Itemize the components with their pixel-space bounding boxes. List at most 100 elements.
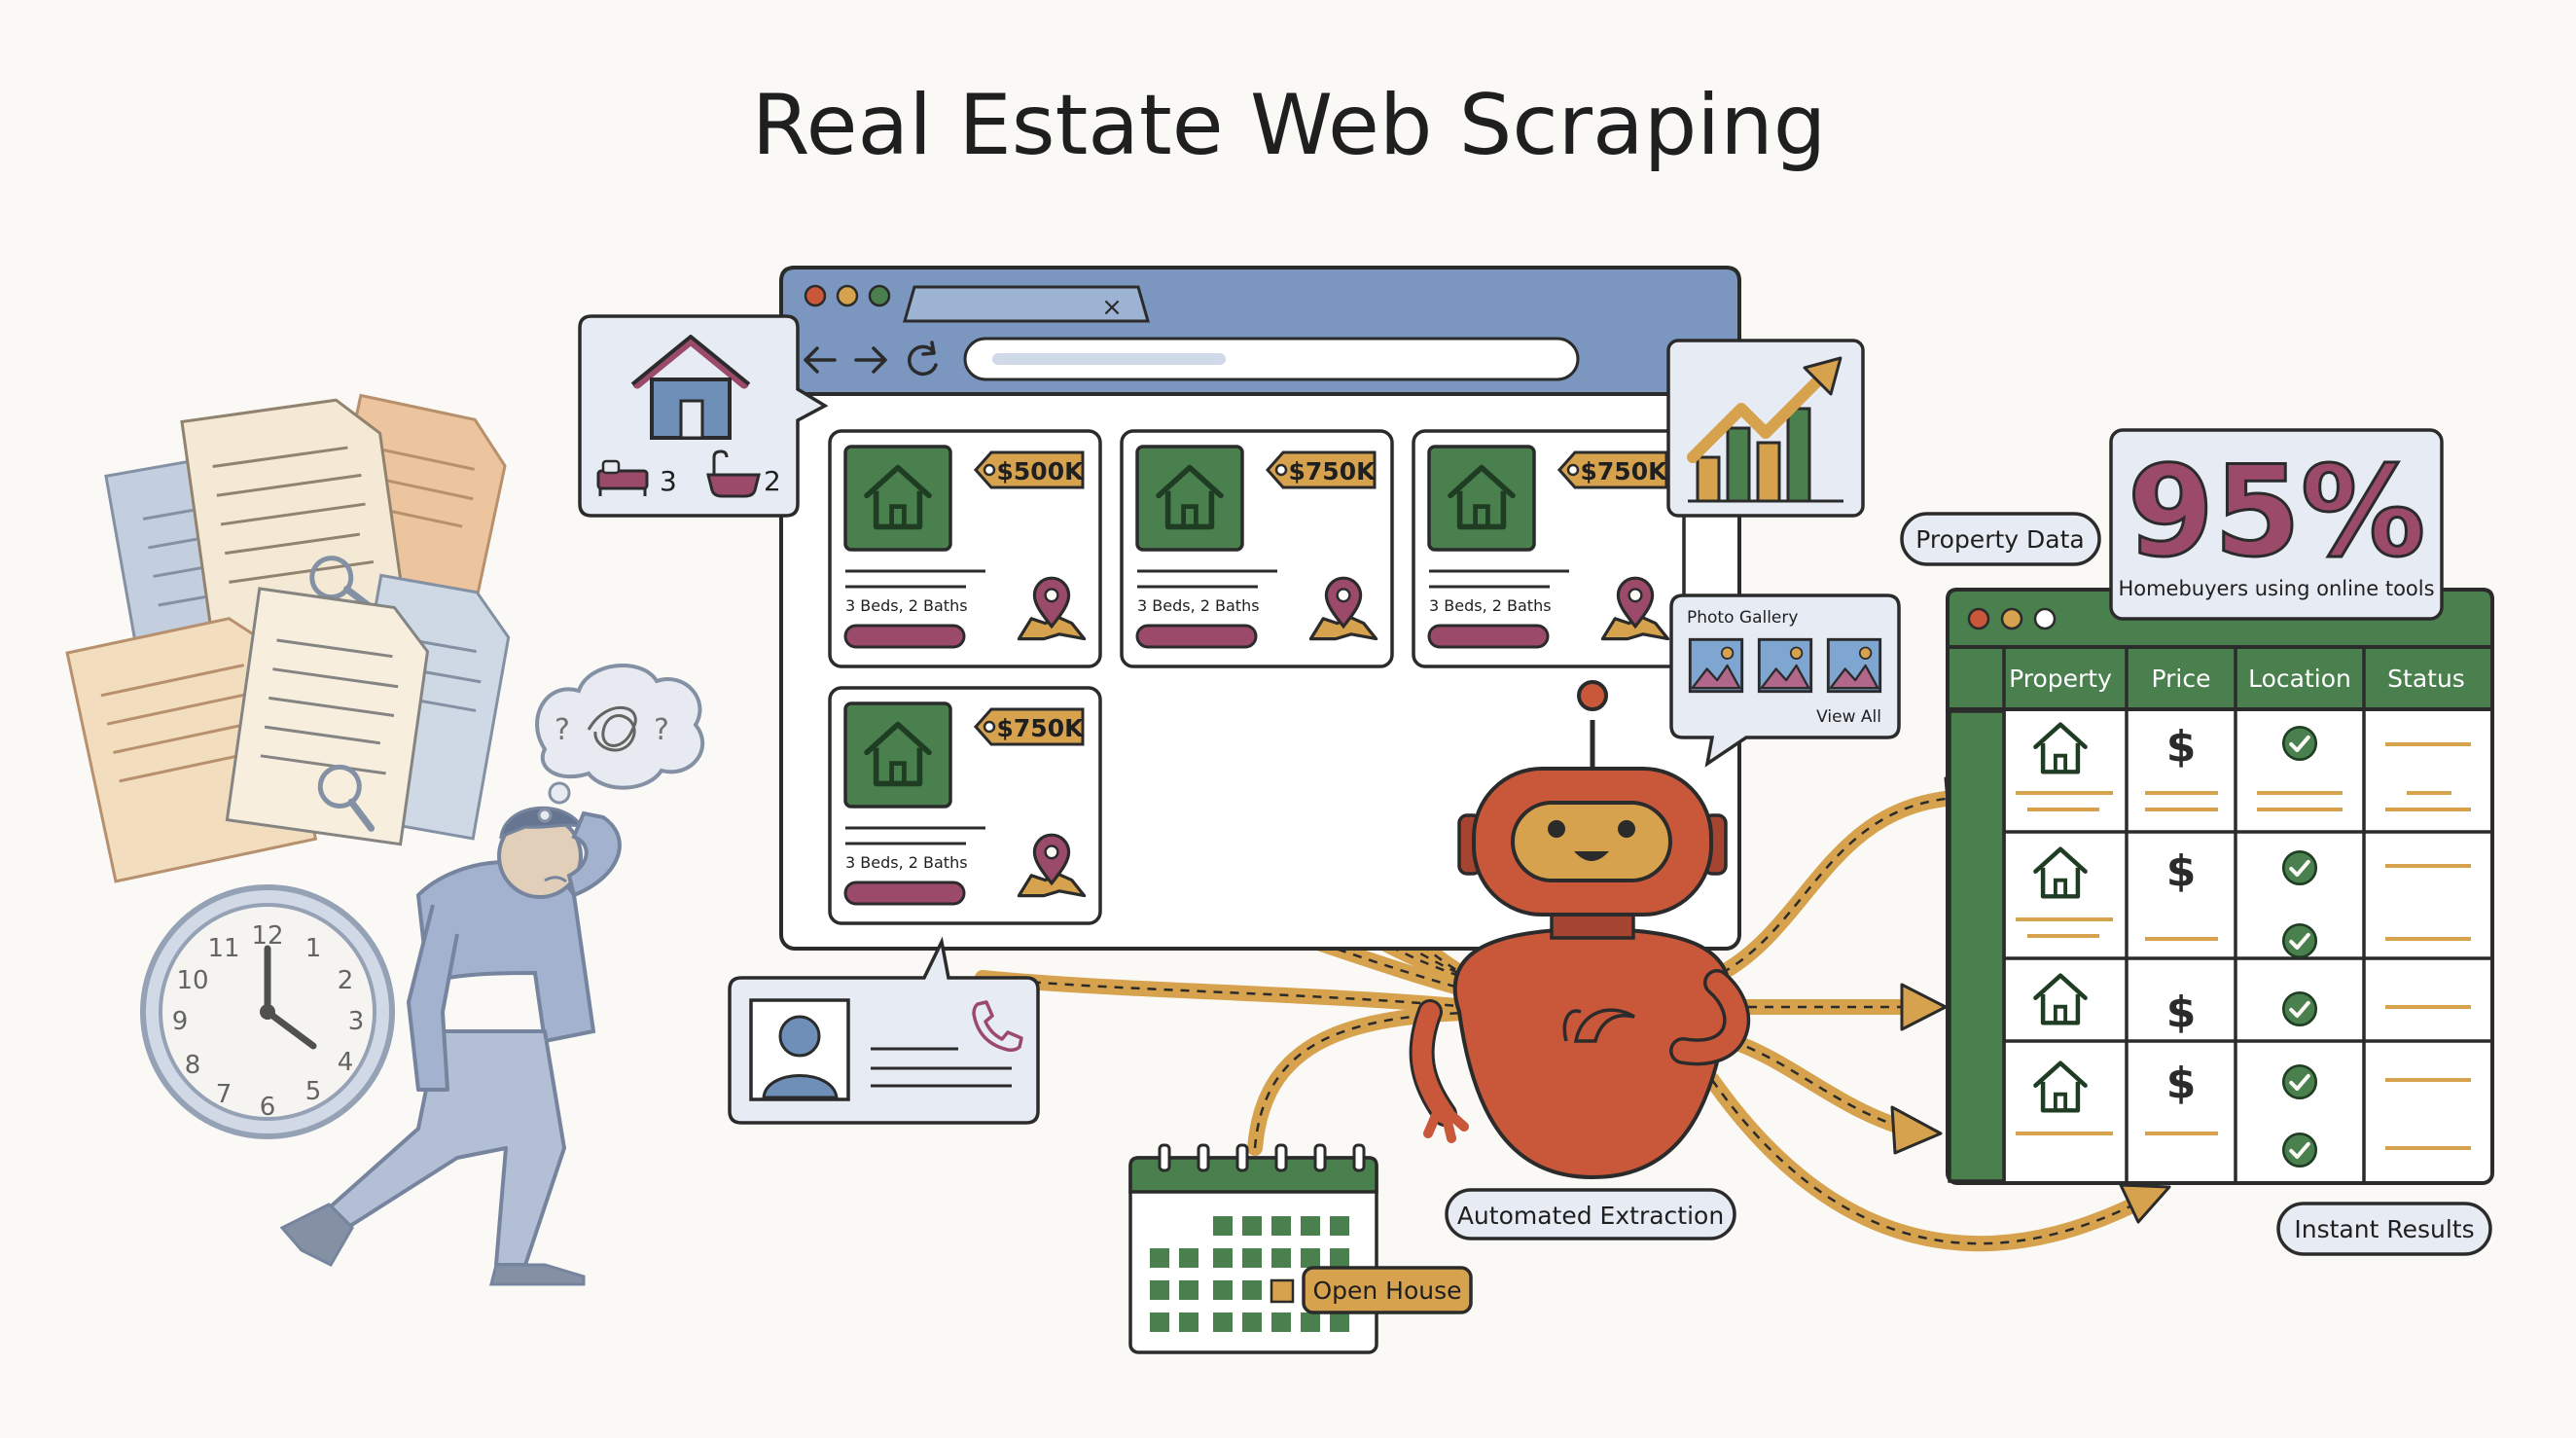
price-cell: $ bbox=[2166, 846, 2197, 896]
clock-number: 4 bbox=[338, 1048, 354, 1077]
view-all-link[interactable]: View All bbox=[1816, 707, 1881, 727]
check-icon bbox=[2281, 1063, 2318, 1100]
clock-number: 5 bbox=[305, 1077, 322, 1106]
outgoing-flows bbox=[1704, 776, 2171, 1252]
gallery-title: Photo Gallery bbox=[1687, 608, 1798, 628]
column-header[interactable]: Location bbox=[2248, 665, 2351, 693]
open-house-label: Open House bbox=[1302, 1266, 1473, 1314]
check-icon bbox=[2281, 725, 2318, 762]
listing-button[interactable] bbox=[1135, 624, 1258, 649]
manual-research-scene: 12 1 2 3 4 5 6 7 8 9 10 11 bbox=[65, 393, 705, 1286]
frustrated-person bbox=[279, 806, 622, 1286]
address-bar[interactable] bbox=[963, 337, 1580, 381]
stat-value: 95% bbox=[2128, 440, 2425, 585]
beds-count: 3 bbox=[660, 465, 677, 497]
price-tag bbox=[973, 450, 1085, 489]
listing-button[interactable] bbox=[843, 881, 966, 906]
check-icon bbox=[2281, 922, 2318, 959]
robot-icon bbox=[1409, 680, 1751, 1180]
listing-details: 3 Beds, 2 Baths bbox=[1137, 596, 1260, 615]
calendar-icon bbox=[1128, 1143, 1378, 1354]
phone-icon bbox=[972, 1000, 1023, 1052]
clock-number: 2 bbox=[338, 966, 354, 995]
house-outline-icon bbox=[630, 335, 751, 440]
results-table: Property Price Location Status $ bbox=[1946, 588, 2494, 1185]
clock-icon: 12 1 2 3 4 5 6 7 8 9 10 11 bbox=[140, 884, 395, 1139]
highlighted-date bbox=[1270, 1278, 1295, 1304]
listing-details: 3 Beds, 2 Baths bbox=[1429, 596, 1552, 615]
listing-card[interactable]: $500K 3 Beds, 2 Baths bbox=[828, 429, 1102, 668]
listing-button[interactable] bbox=[843, 624, 966, 649]
arrowhead bbox=[2119, 1183, 2171, 1224]
stat-caption: Homebuyers using online tools bbox=[2118, 577, 2434, 600]
browser-tab[interactable] bbox=[903, 285, 1150, 323]
instant-results-label: Instant Results bbox=[2276, 1202, 2492, 1256]
gallery-photo-icon[interactable] bbox=[1826, 637, 1882, 694]
robot-visor bbox=[1511, 801, 1672, 882]
window-minimize-button[interactable] bbox=[2000, 607, 2023, 630]
window-maximize-button[interactable] bbox=[868, 284, 891, 307]
trend-up-arrow-icon bbox=[1687, 369, 1830, 463]
baths-count: 2 bbox=[764, 465, 781, 497]
listing-details: 3 Beds, 2 Baths bbox=[845, 596, 968, 615]
clock-number: 3 bbox=[348, 1007, 365, 1036]
check-icon bbox=[2281, 990, 2318, 1027]
window-maximize-button[interactable] bbox=[2033, 607, 2057, 630]
reload-icon[interactable] bbox=[908, 341, 938, 377]
property-data-text: Property Data bbox=[1915, 525, 2084, 554]
automated-extraction-label: Automated Extraction bbox=[1445, 1188, 1736, 1240]
table-row[interactable]: $ bbox=[2016, 1059, 2471, 1168]
bathtub-icon bbox=[706, 449, 761, 498]
check-icon bbox=[2281, 849, 2318, 886]
column-header[interactable]: Property bbox=[2009, 665, 2112, 693]
arrowhead bbox=[1890, 1105, 1943, 1155]
property-data-label: Property Data bbox=[1900, 512, 2101, 566]
clock-number: 1 bbox=[305, 934, 322, 963]
gallery-photo-icon[interactable] bbox=[1688, 637, 1744, 694]
table-row[interactable]: $ bbox=[2016, 846, 2471, 959]
property-photo bbox=[843, 701, 952, 809]
question-mark: ? bbox=[555, 713, 570, 747]
window-close-button[interactable] bbox=[804, 284, 827, 307]
listing-price: $750K bbox=[1289, 457, 1377, 485]
clock-number: 9 bbox=[172, 1007, 189, 1036]
price-tag bbox=[1265, 450, 1377, 489]
listing-button[interactable] bbox=[1427, 624, 1550, 649]
check-icon bbox=[2281, 1132, 2318, 1168]
column-header[interactable]: Status bbox=[2387, 665, 2465, 693]
photo-gallery-popup[interactable]: Photo Gallery View All bbox=[1669, 593, 1901, 768]
forward-arrow-icon[interactable] bbox=[854, 346, 887, 374]
listing-card[interactable]: $750K 3 Beds, 2 Baths bbox=[828, 686, 1102, 925]
clock-number: 10 bbox=[176, 966, 208, 995]
clock-number: 6 bbox=[260, 1093, 276, 1122]
automated-extraction-text: Automated Extraction bbox=[1457, 1202, 1724, 1230]
window-minimize-button[interactable] bbox=[836, 284, 859, 307]
table-row[interactable]: $ bbox=[2035, 976, 2471, 1037]
price-cell: $ bbox=[2166, 1059, 2197, 1108]
bed-icon bbox=[596, 459, 649, 496]
stat-callout: 95% Homebuyers using online tools bbox=[2109, 428, 2444, 621]
question-mark: ? bbox=[654, 713, 669, 747]
growth-chart-card bbox=[1666, 339, 1865, 518]
table-row[interactable]: $ bbox=[2016, 722, 2471, 811]
clock-number: 7 bbox=[216, 1080, 233, 1109]
listing-price: $500K bbox=[997, 457, 1086, 485]
column-header[interactable]: Price bbox=[2152, 665, 2211, 693]
listing-details: 3 Beds, 2 Baths bbox=[845, 853, 968, 872]
property-photo bbox=[843, 445, 952, 552]
listing-card[interactable]: $750K 3 Beds, 2 Baths bbox=[1120, 429, 1394, 668]
page-title: Real Estate Web Scraping bbox=[752, 77, 1827, 174]
listing-price: $750K bbox=[1581, 457, 1669, 485]
gallery-photo-icon[interactable] bbox=[1757, 637, 1813, 694]
window-close-button[interactable] bbox=[1967, 607, 1990, 630]
price-cell: $ bbox=[2166, 722, 2197, 772]
open-house-text: Open House bbox=[1312, 1276, 1461, 1305]
house-info-tooltip: 3 2 bbox=[578, 314, 829, 518]
address-placeholder bbox=[992, 353, 1226, 365]
agent-contact-card bbox=[728, 936, 1040, 1125]
back-arrow-icon[interactable] bbox=[804, 346, 837, 374]
listing-card[interactable]: $750K 3 Beds, 2 Baths bbox=[1412, 429, 1686, 668]
price-tag bbox=[973, 707, 1085, 746]
tab-close-button[interactable]: × bbox=[1101, 293, 1123, 322]
